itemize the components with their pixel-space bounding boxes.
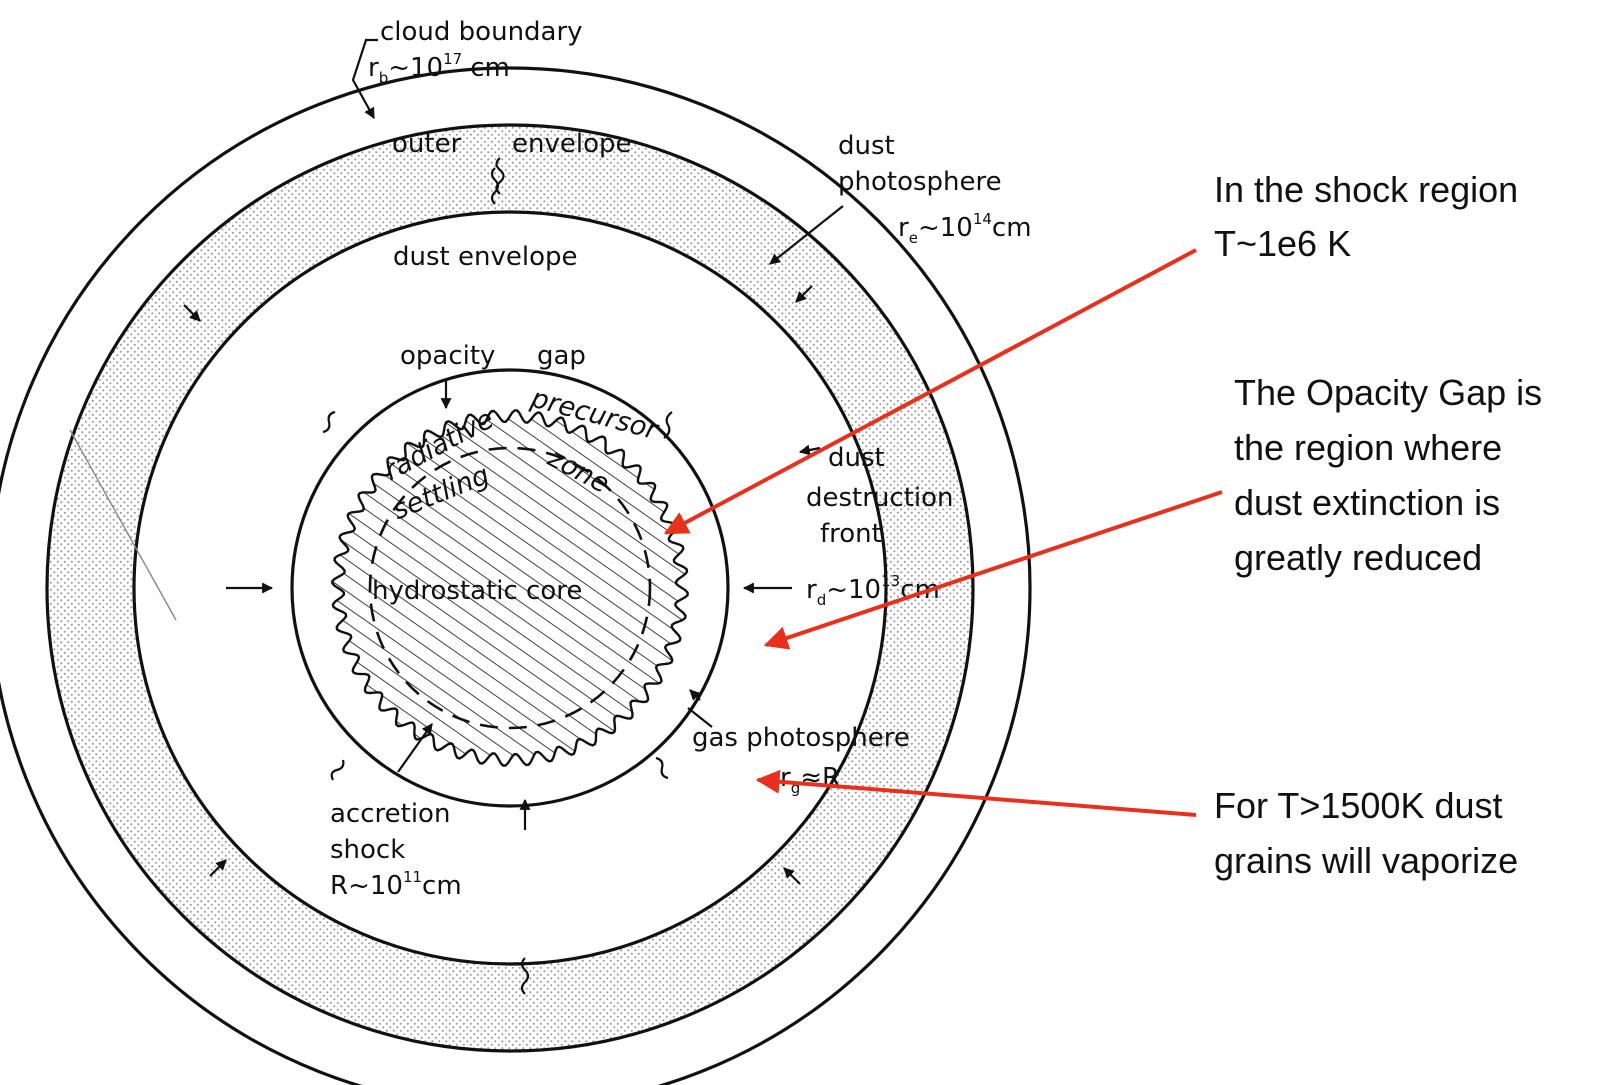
opacity-annotation-line-3: dust extinction is (1234, 482, 1500, 523)
dust-photosphere-ring (45, 123, 975, 1053)
opacity-gap-arrow (763, 490, 1223, 650)
opacity-annotation-line-2: the region where (1234, 427, 1502, 468)
dust-photosphere-radius-label: re~1014cm (898, 210, 1032, 247)
opacity-label: opacity (400, 341, 495, 371)
outer-envelope-squiggle (495, 157, 505, 195)
shock-annotation-line-1: In the shock region (1214, 169, 1518, 210)
vaporize-annotation-line-2: grains will vaporize (1214, 840, 1518, 881)
label-pointer-lines (351, 38, 844, 773)
cloud-boundary-ring (0, 66, 1032, 1085)
gas-photosphere-label: gas photosphere (692, 723, 910, 753)
opacity-annotation-line-4: greatly reduced (1234, 537, 1482, 578)
outer-label: outer (392, 129, 462, 159)
shock-annotation-line-2: T~1e6 K (1214, 223, 1351, 264)
gap-label: gap (537, 341, 586, 371)
hydrostatic-core-label: hydrostatic core (372, 576, 582, 606)
vaporize-annotation-line-1: For T>1500K dust (1214, 785, 1503, 826)
accretion-shock-wavy-boundary (331, 409, 689, 767)
gas-photosphere-ring (290, 368, 730, 808)
dust-destruction-label-c: front (820, 519, 882, 549)
shock-label: shock (330, 835, 405, 865)
annotations: In the shock region T~1e6 K The Opacity … (1214, 169, 1542, 881)
dust-destruction-label-b: destruction (806, 483, 954, 513)
red-annotation-arrows (663, 248, 1223, 817)
dust-envelope-label: dust envelope (393, 242, 577, 272)
gas-photosphere-radius-label: rg≈R (780, 763, 840, 797)
accretion-radius-label: R~1011cm (330, 868, 462, 901)
envelope-label: envelope (512, 129, 632, 159)
dust-photosphere-label-a: dust (838, 131, 895, 161)
stray-pen-line (69, 429, 177, 621)
settling-zone-dashed-circle (368, 446, 652, 730)
opacity-annotation-line-1: The Opacity Gap is (1234, 372, 1542, 413)
vaporize-arrow (755, 769, 1197, 817)
dust-destruction-radius-label: rd~1013cm (806, 572, 940, 609)
cloud-boundary-label: cloud boundary (380, 17, 583, 47)
shock-region-arrow (663, 248, 1197, 535)
dust-destruction-label-a: dust (828, 443, 885, 473)
radiation-squiggles (322, 167, 673, 995)
dust-destruction-front-ring (132, 210, 888, 966)
dust-photosphere-label-b: photosphere (838, 167, 1002, 197)
accretion-label: accretion (330, 799, 450, 829)
inflow-arrows (183, 285, 821, 885)
